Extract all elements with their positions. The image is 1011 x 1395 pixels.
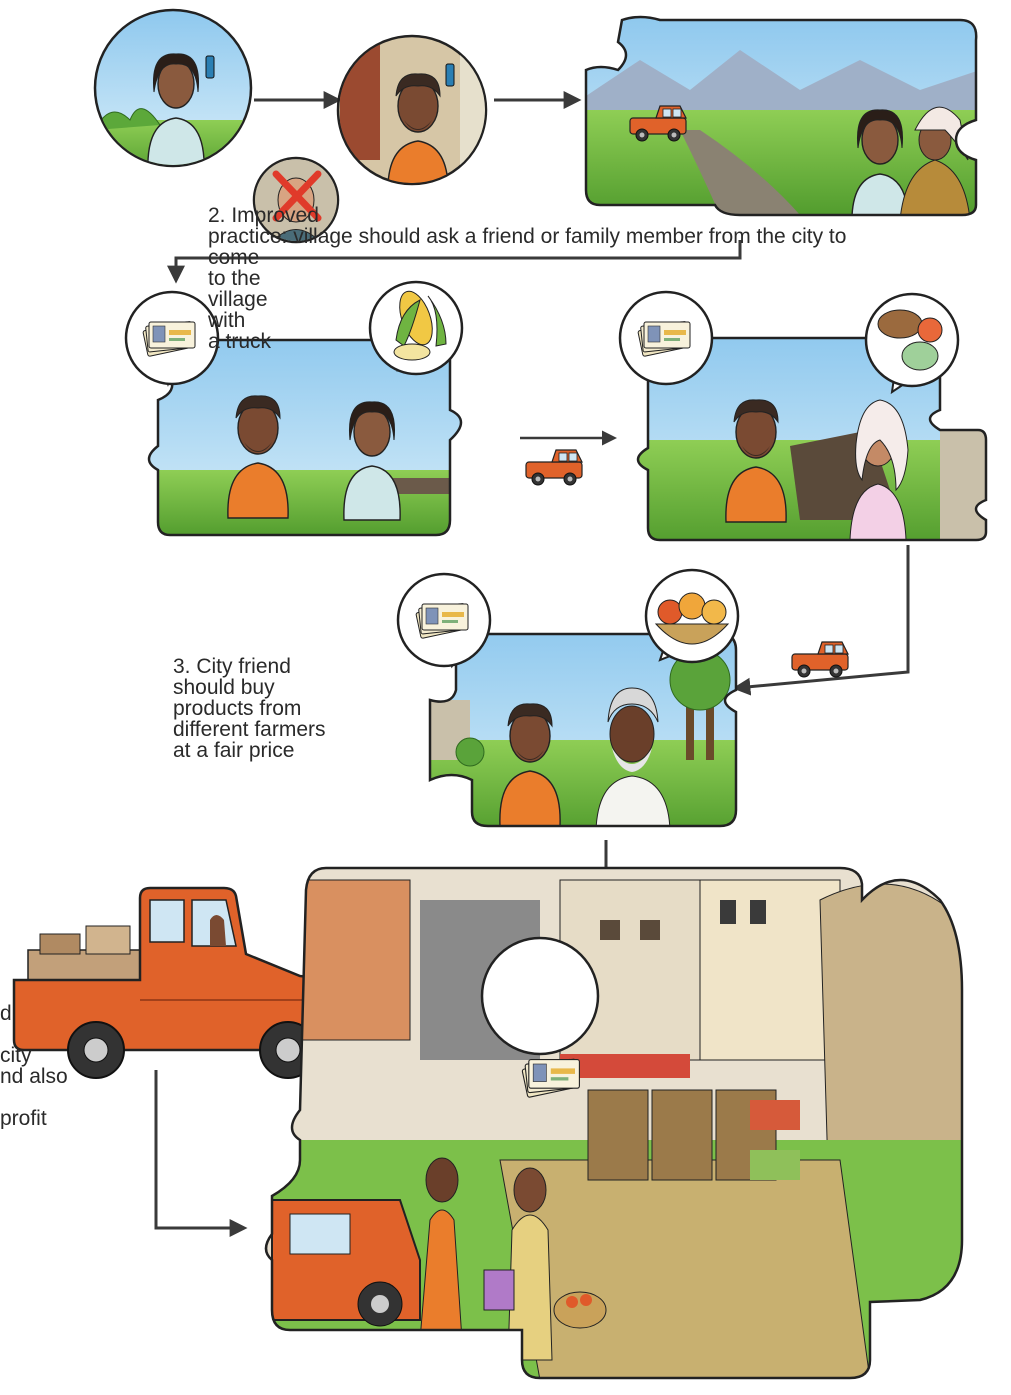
panel-buy-from-farmers (428, 632, 738, 828)
speech-bubble-money (618, 290, 714, 386)
panel-man-calling (336, 34, 488, 186)
phone-icon (445, 63, 455, 87)
truck-loaded (12, 886, 346, 1079)
truck-icon (791, 641, 849, 678)
corn-icon (393, 290, 447, 361)
panel-woman-calling (93, 8, 253, 168)
panel-trade-vegetables (636, 336, 988, 542)
speech-bubble-money (480, 936, 600, 1099)
flow-arrow (154, 1070, 248, 1237)
caption-step-4-fragment: d city nd also profit (0, 1002, 68, 1130)
speech-bubble-money (124, 290, 220, 387)
panel-city-market (264, 866, 964, 1380)
fruit-basket-icon (654, 592, 730, 645)
speech-bubble-money (396, 572, 492, 669)
speech-bubble-corn (368, 280, 464, 376)
cross-icon (272, 170, 322, 222)
vegetables-icon (877, 309, 943, 371)
caption-step-3: 3. City friend should buy products from … (173, 655, 326, 762)
phone-icon (205, 55, 215, 79)
caption-step-2: 2. Improved practice: village should ask… (208, 204, 847, 353)
panel-truck-arrives-village (584, 15, 978, 217)
speech-bubble-vegetables (864, 292, 960, 395)
flow-arrow (167, 240, 742, 284)
flow-arrow (732, 545, 910, 696)
panel-middleman-crossed (252, 156, 340, 244)
speech-bubble-fruit (644, 568, 740, 664)
truck-icon (525, 449, 583, 486)
